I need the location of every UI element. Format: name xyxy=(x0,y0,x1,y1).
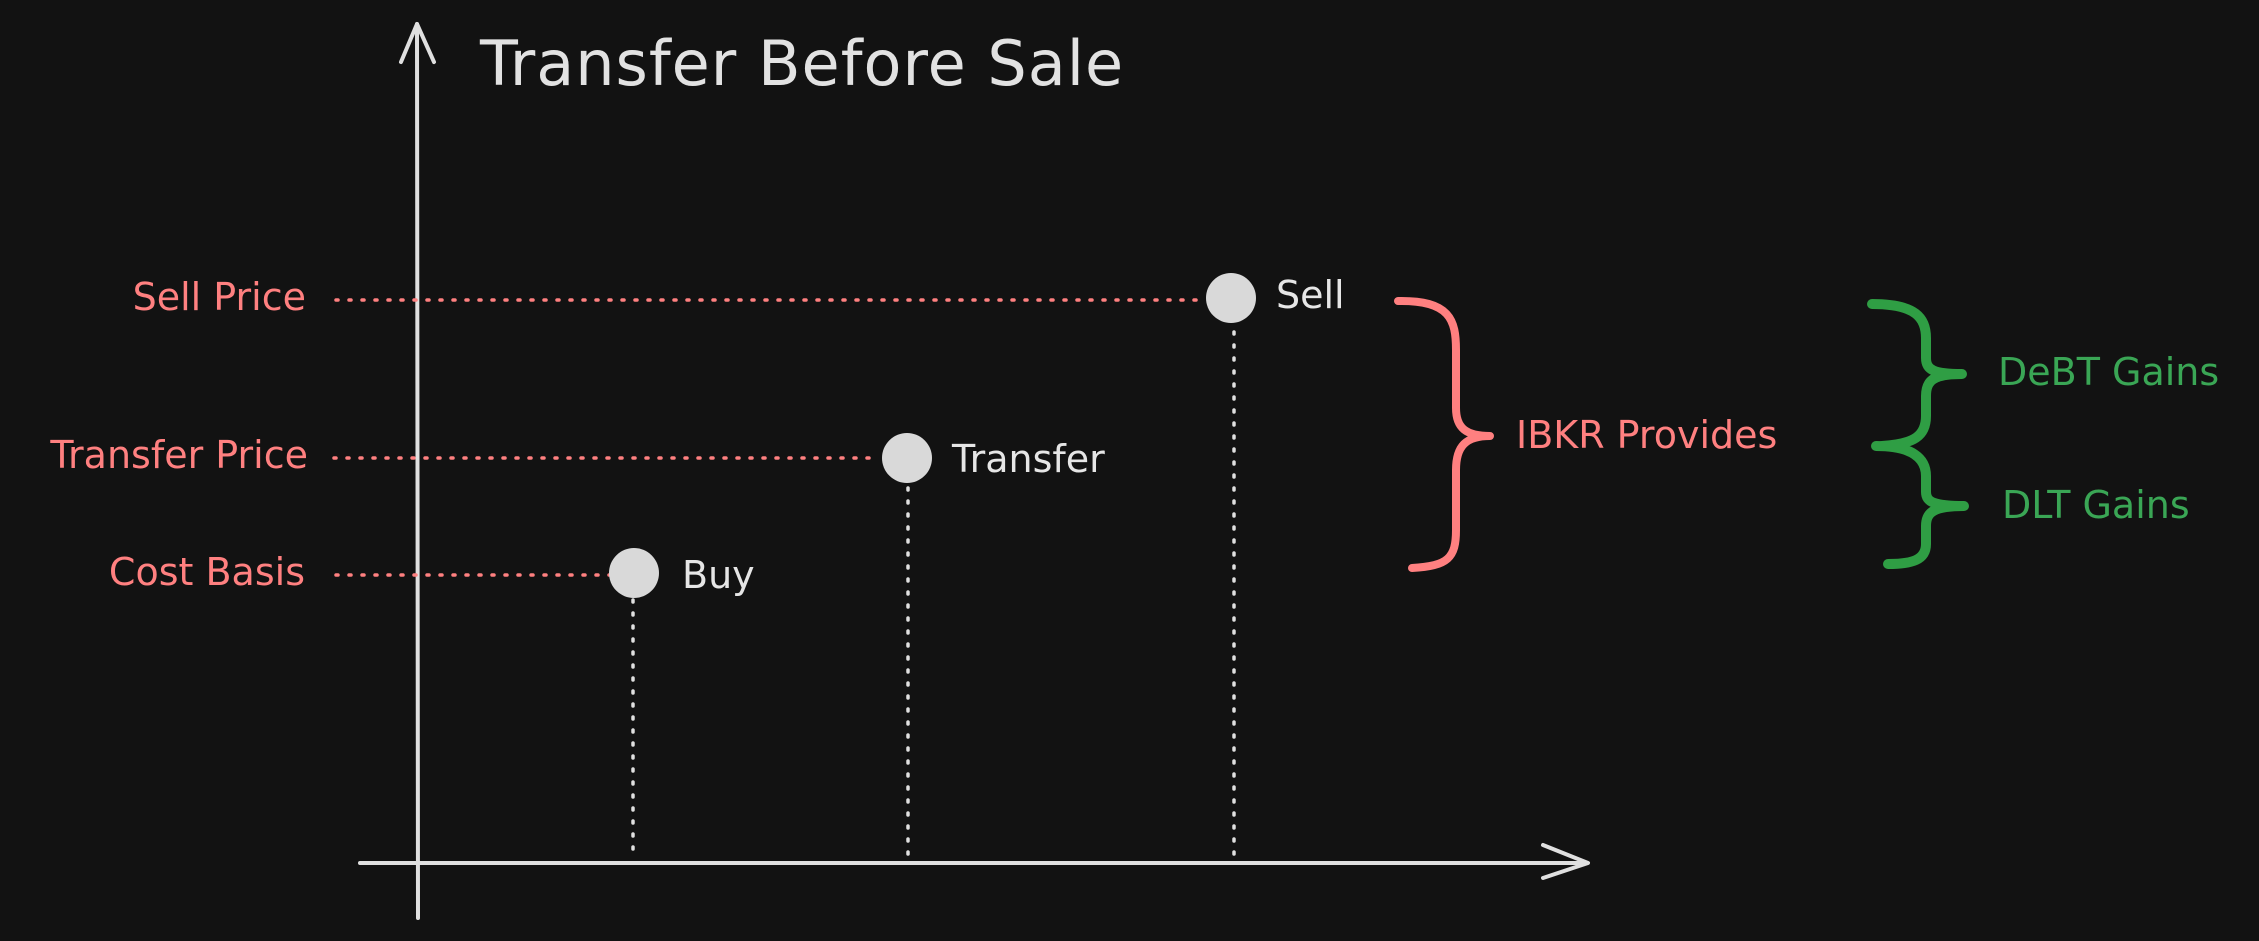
debt-gains-brace xyxy=(1867,299,1967,451)
buy-point xyxy=(609,548,659,598)
y-axis xyxy=(399,22,436,920)
dlt-gains-label: DLT Gains xyxy=(2002,483,2190,527)
cost-basis-label: Cost Basis xyxy=(109,550,305,594)
sell-point xyxy=(1206,273,1256,323)
debt-gains-label: DeBT Gains xyxy=(1998,350,2219,394)
dlt-gains-brace xyxy=(1871,441,1969,569)
transfer-price-label: Transfer Price xyxy=(49,433,308,477)
transfer-point xyxy=(882,433,932,483)
x-axis xyxy=(358,843,1590,880)
sell-price-label: Sell Price xyxy=(133,275,306,319)
transfer-label: Transfer xyxy=(951,437,1105,481)
buy-label: Buy xyxy=(682,553,755,597)
sell-label: Sell xyxy=(1276,273,1345,317)
ibkr-brace xyxy=(1394,296,1494,572)
ibkr-provides-label: IBKR Provides xyxy=(1516,413,1777,457)
diagram-title: Transfer Before Sale xyxy=(479,27,1124,100)
